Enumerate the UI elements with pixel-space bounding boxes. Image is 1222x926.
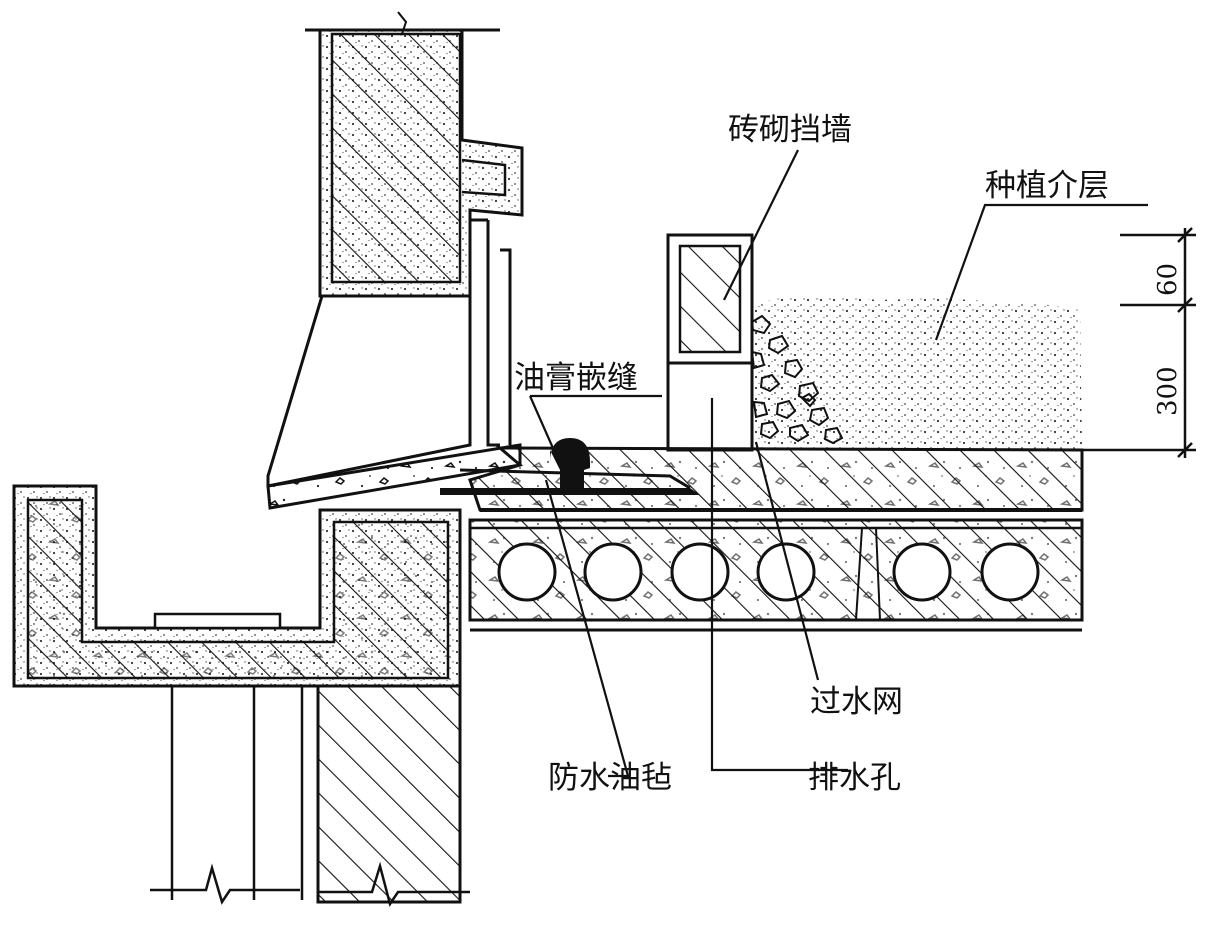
dimension-line bbox=[1082, 227, 1196, 458]
leader-planting-layer bbox=[934, 203, 1148, 341]
label-filter-mesh: 过水网 bbox=[810, 684, 903, 720]
leader-lines bbox=[528, 149, 1148, 778]
leader-retaining-wall bbox=[723, 149, 799, 301]
slab-voids bbox=[497, 542, 1040, 602]
lower-wall-hatched bbox=[316, 684, 470, 908]
dimension-lower: 300 bbox=[1153, 366, 1183, 416]
waterproof-felt bbox=[440, 468, 700, 495]
leader-filter-mesh bbox=[754, 441, 820, 681]
lower-wall-left bbox=[150, 686, 304, 905]
leader-sealant bbox=[528, 394, 662, 456]
label-brick-retaining-wall: 砖砌挡墙 bbox=[728, 112, 852, 148]
planting-soil-layer bbox=[752, 296, 1082, 450]
sealant-joint-plug bbox=[550, 438, 590, 490]
brick-retaining-wall bbox=[666, 233, 754, 452]
hollow-core-slab bbox=[468, 518, 1084, 632]
leader-felt bbox=[544, 479, 630, 778]
gutter-cornice bbox=[12, 484, 462, 688]
label-waterproof-felt: 防水油毡 bbox=[548, 760, 672, 796]
dimension-upper: 60 bbox=[1153, 263, 1183, 296]
leader-drain-hole bbox=[710, 398, 848, 772]
sloped-eave bbox=[266, 294, 522, 510]
label-sealant-joint: 油膏嵌缝 bbox=[514, 360, 638, 396]
label-drain-hole: 排水孔 bbox=[808, 760, 901, 796]
upper-wall bbox=[305, 11, 524, 298]
label-planting-medium-layer: 种植介层 bbox=[985, 168, 1109, 204]
flashing-strip bbox=[470, 218, 512, 447]
gravel-filter bbox=[750, 314, 844, 445]
